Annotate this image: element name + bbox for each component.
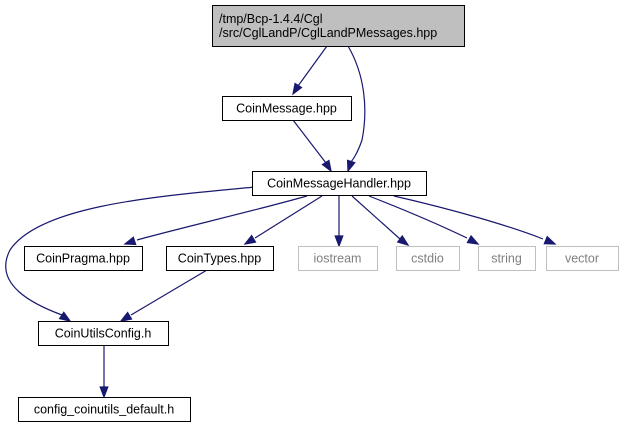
node-label: CoinMessage.hpp [236,101,337,115]
arrowhead-icon [292,82,303,96]
edge-coin_utils_config-to-config_default [99,345,109,399]
node-box [252,171,427,196]
node-box [222,96,352,121]
edge-line [254,195,323,239]
edge-line [393,195,544,240]
edge-root-to-coin_message [292,45,328,96]
node-coin-utils-config[interactable]: CoinUtilsConfig.h [38,321,169,346]
node-box [546,246,619,271]
node-config-default[interactable]: config_coinutils_default.h [18,397,191,422]
edge-coin_message_handler-to-coin_utils_config [5,186,256,322]
arrowhead-icon [99,386,109,399]
edge-line [351,195,401,240]
node-vector[interactable]: vector [546,246,619,271]
node-box [478,246,536,271]
node-iostream[interactable]: iostream [298,246,378,271]
node-label: /src/CglLandP/CglLandPMessages.hpp [219,26,437,40]
edges-layer [5,45,557,399]
arrowhead-icon [119,311,133,322]
node-box [212,5,465,47]
arrowhead-icon [123,236,137,246]
node-box [396,246,460,271]
arrowhead-icon [321,159,332,173]
arrowhead-icon [543,235,557,245]
edge-coin_message_handler-to-string [368,195,480,245]
edge-coin_message_handler-to-iostream [334,196,344,248]
node-box [38,321,169,346]
node-box [24,246,143,271]
arrowhead-icon [466,234,480,245]
node-coin-message-handler[interactable]: CoinMessageHandler.hpp [252,171,427,196]
edge-line [297,45,328,87]
node-label: iostream [314,251,362,265]
node-string[interactable]: string [478,246,536,271]
edge-coin_types-to-coin_utils_config [119,269,208,322]
node-root[interactable]: /tmp/Bcp-1.4.4/Cgl/src/CglLandP/CglLandP… [212,5,465,47]
edge-line [130,269,208,316]
arrowhead-icon [58,311,72,322]
node-box [298,246,378,271]
node-cstdio[interactable]: cstdio [396,246,460,271]
node-coin-pragma[interactable]: CoinPragma.hpp [24,246,143,271]
node-coin-message[interactable]: CoinMessage.hpp [222,96,352,121]
node-label: /tmp/Bcp-1.4.4/Cgl [219,12,323,26]
node-coin-types[interactable]: CoinTypes.hpp [166,246,274,271]
edge-coin_message_handler-to-cstdio [351,195,410,247]
node-box [18,397,191,422]
node-label: CoinMessageHandler.hpp [267,176,411,190]
edge-line [292,119,327,164]
node-label: vector [565,251,599,265]
node-box [166,246,274,271]
edge-coin_message_handler-to-vector [393,195,557,245]
edge-line [136,195,308,241]
edge-root-to-coin_message_handler [346,45,366,173]
node-label: CoinTypes.hpp [178,251,261,265]
arrowhead-icon [243,234,257,245]
arrowhead-icon [334,235,344,248]
edge-line [368,195,468,239]
node-label: config_coinutils_default.h [34,402,174,416]
edge-line [5,186,256,316]
edge-coin_message_handler-to-coin_pragma [123,195,308,246]
arrowhead-icon [396,234,410,247]
edge-coin_message-to-coin_message_handler [292,119,332,173]
node-label: CoinPragma.hpp [36,251,130,265]
edge-coin_message_handler-to-coin_types [243,195,323,245]
nodes-layer: /tmp/Bcp-1.4.4/Cgl/src/CglLandP/CglLandP… [18,5,619,422]
edge-line [347,45,366,164]
node-label: string [491,251,522,265]
node-label: cstdio [411,251,444,265]
node-label: CoinUtilsConfig.h [55,326,152,340]
arrowhead-icon [346,159,356,173]
